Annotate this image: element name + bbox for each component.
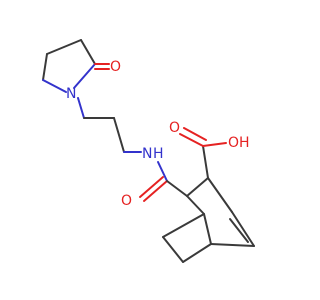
amide-nitrogen-label: N xyxy=(142,146,152,162)
bond-c5-c6 xyxy=(231,211,255,247)
bond-c5-c6-double xyxy=(229,218,249,243)
bond-c2-c1 xyxy=(186,195,205,215)
molecule-canvas: O N N H O O OH xyxy=(42,39,255,263)
bond-c8-c4 xyxy=(182,243,212,263)
acid-hydroxyl-label: OH xyxy=(228,135,250,151)
bond-acid-carbonyl-2 xyxy=(183,127,207,141)
bond-c2-c3 xyxy=(186,177,209,197)
ring-nitrogen-label: N xyxy=(66,86,76,102)
amide-oxygen-label: O xyxy=(121,193,132,209)
bond-amide-carbonyl-2 xyxy=(139,176,164,198)
bond-c1-c4-bridge xyxy=(203,213,212,245)
bond-c4-c5 xyxy=(210,243,255,247)
bond-c3-acid-carbon xyxy=(202,145,209,179)
bond-carbonyl-c2 xyxy=(166,180,188,197)
bond-c1-c7 xyxy=(162,213,205,238)
propyl-chain xyxy=(77,97,142,153)
bond-ring-c5-n xyxy=(42,79,67,93)
bond-nh-carbonyl-carbon xyxy=(157,161,168,182)
bond-ring-c2-n xyxy=(73,63,96,89)
amide-hydrogen-label: H xyxy=(153,146,164,162)
pyrrolidinone-ring xyxy=(42,39,110,93)
bond-ring-c4-c3 xyxy=(46,39,82,55)
acid-oxygen-label: O xyxy=(169,120,180,136)
bond-ring-c3-c2 xyxy=(80,39,96,65)
molecule-structure: O N N H O O OH xyxy=(42,39,255,263)
bond-acid-carbonyl-1 xyxy=(179,133,204,147)
bond-acid-hydroxyl xyxy=(202,142,227,147)
bond-c7-c8 xyxy=(162,236,184,263)
carboxylic-acid-group xyxy=(179,127,227,179)
bond-c3-c4 xyxy=(207,177,233,213)
bond-chain2-chain3 xyxy=(113,117,125,153)
bond-ring-c4-c5 xyxy=(42,53,48,81)
amide-group xyxy=(139,161,168,202)
bicyclooctene-core xyxy=(162,177,255,263)
bond-n-chain1 xyxy=(77,97,85,119)
ring-oxygen-label: O xyxy=(110,59,121,75)
bond-amide-carbonyl-1 xyxy=(143,180,168,202)
